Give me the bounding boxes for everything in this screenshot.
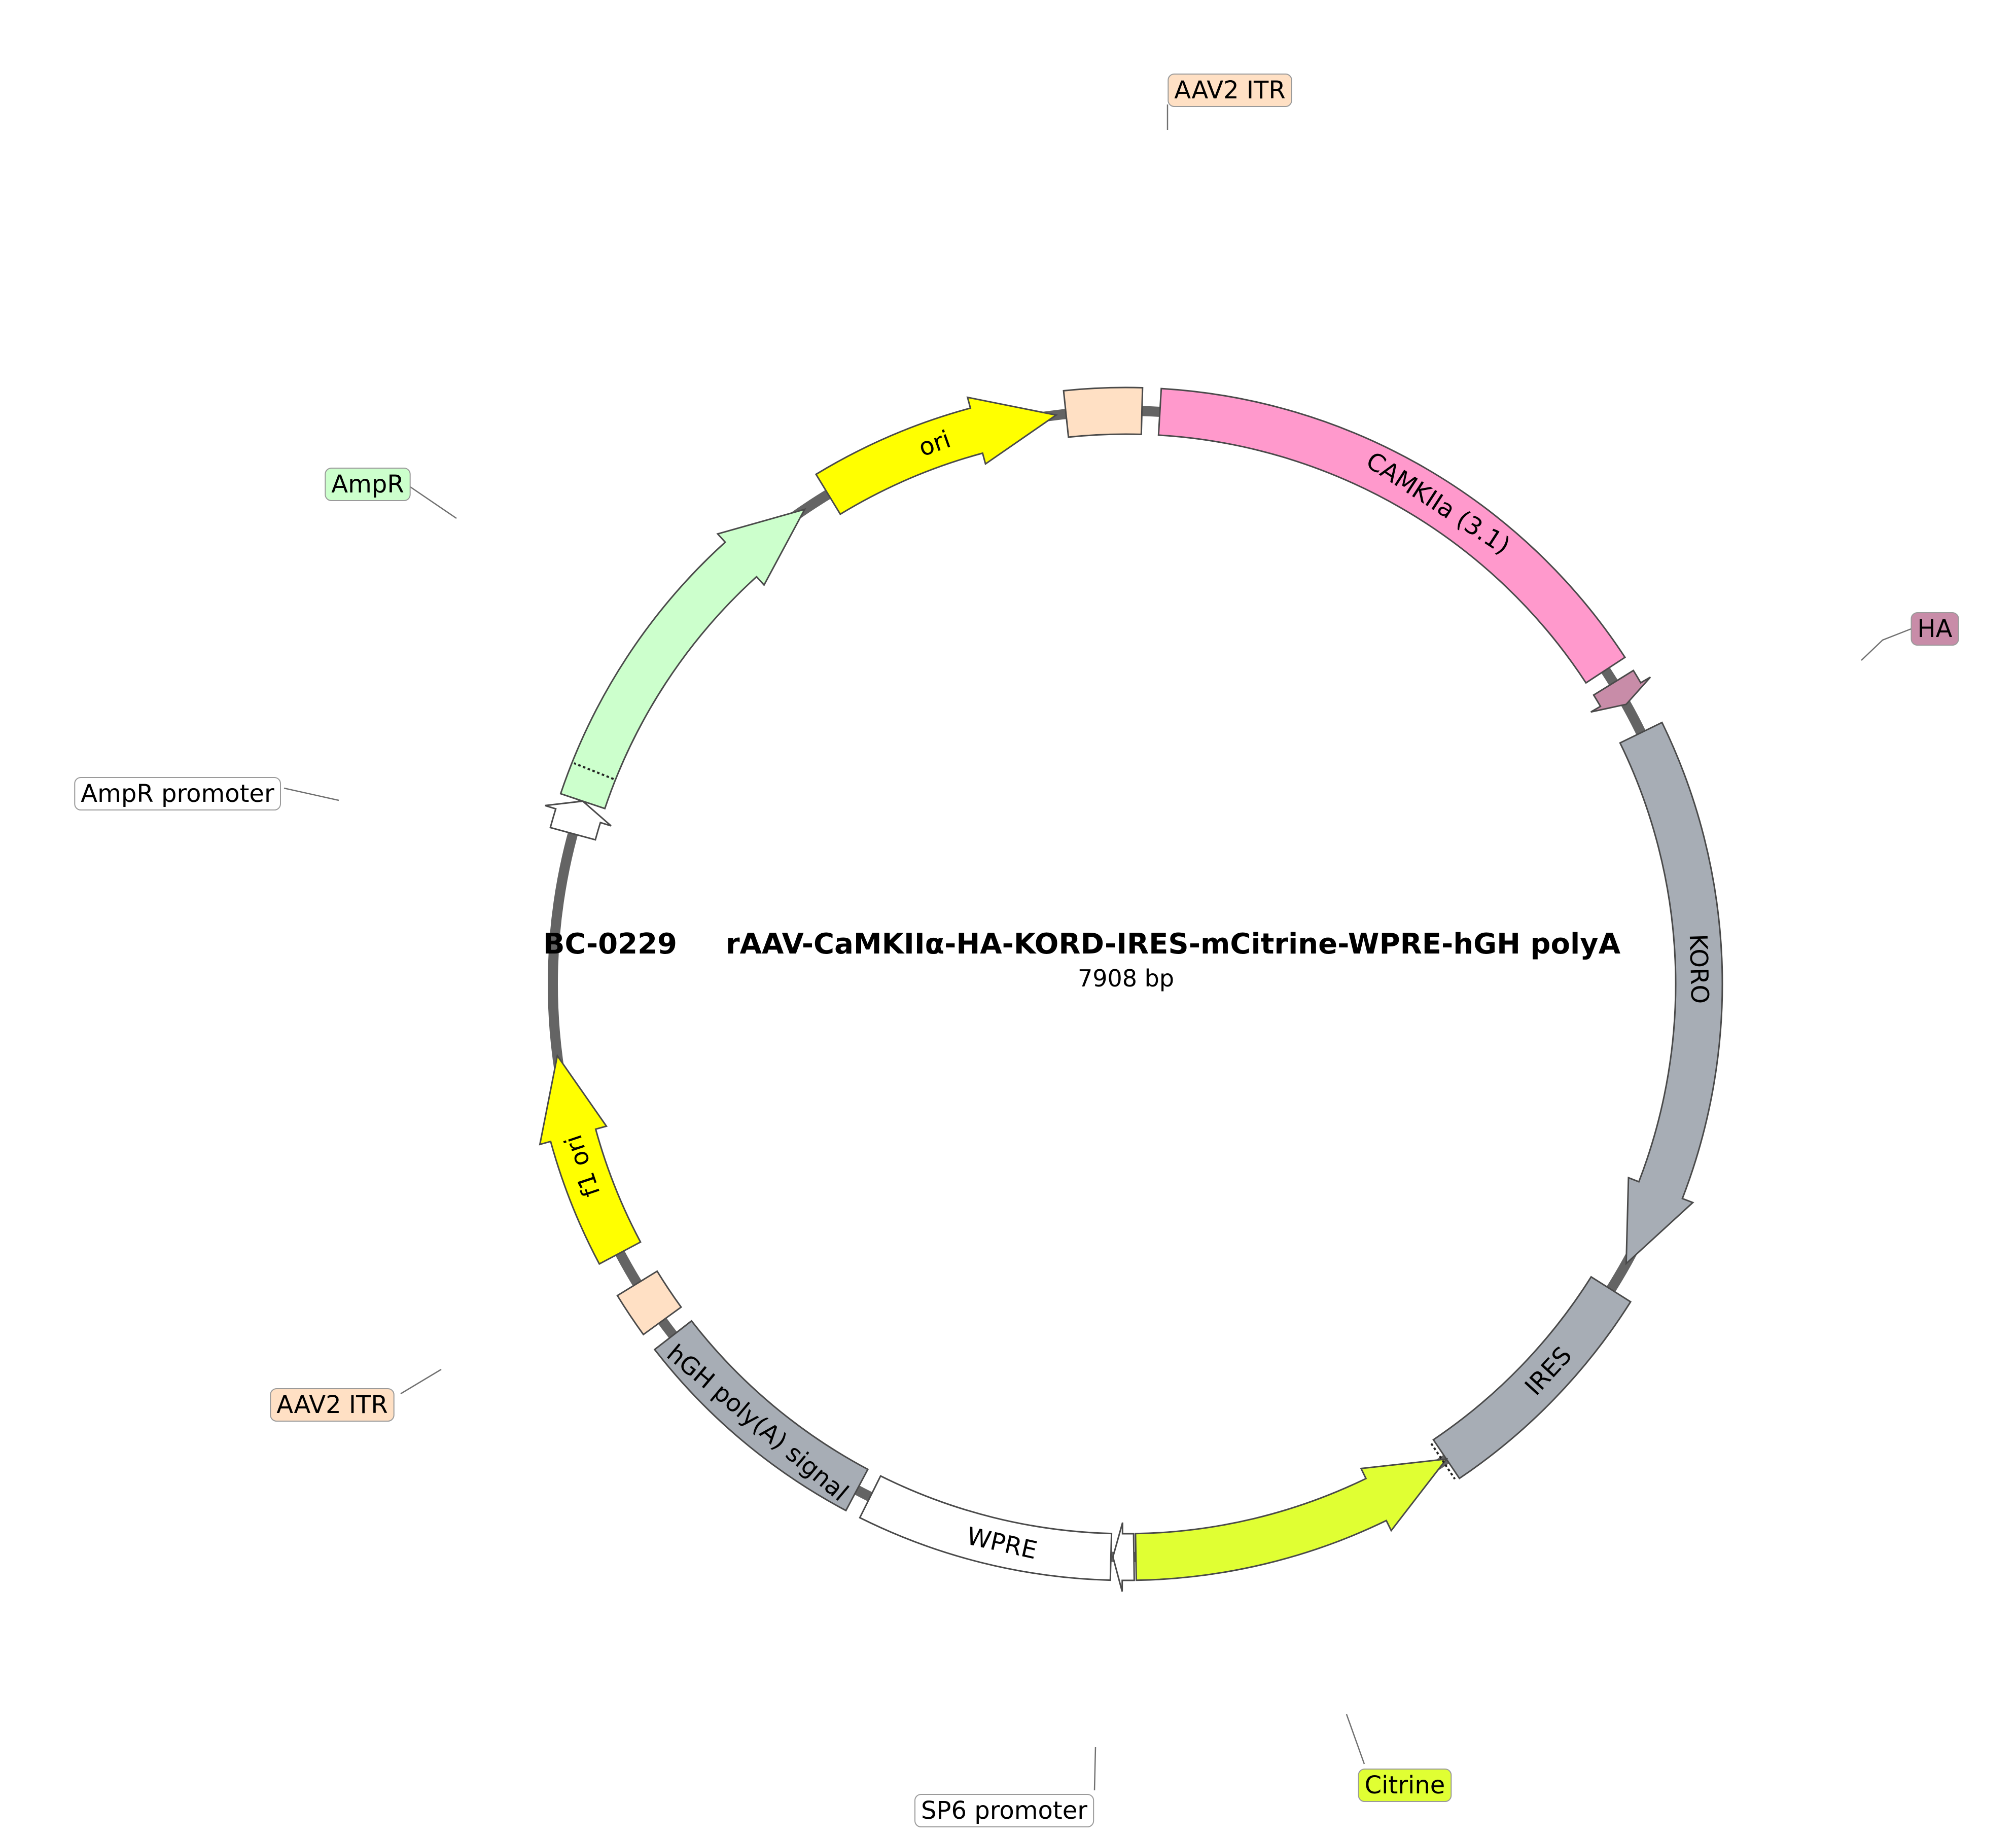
callout-line-sp6-promoter xyxy=(1093,1747,1097,1791)
feature-label-hgh-polya: hGH poly(A) signal xyxy=(661,1339,854,1507)
frame-junction-marker xyxy=(574,762,614,780)
feature-shape-ori[interactable] xyxy=(815,396,1058,515)
callout-box-citrine xyxy=(1358,1769,1452,1802)
callout-box-ampr-promoter xyxy=(74,777,281,810)
plasmid-id: BC-0229 xyxy=(543,928,677,961)
callout-box-sp6-promoter xyxy=(914,1794,1094,1827)
callout-label-citrine[interactable]: Citrine xyxy=(1365,1771,1445,1799)
frame-junction-marker xyxy=(1430,1443,1456,1480)
callout-label-sp6-promoter[interactable]: SP6 promoter xyxy=(921,1796,1087,1825)
feature-shape-aav2-itr-top[interactable] xyxy=(1063,386,1144,438)
callout-label-ampr-promoter[interactable]: AmpR promoter xyxy=(81,780,274,808)
feature-label-koro: KORO xyxy=(1684,934,1714,1004)
feature-layer xyxy=(539,386,1723,1592)
feature-ampr[interactable] xyxy=(559,508,806,810)
callout-label-ampr[interactable]: AmpR xyxy=(331,470,404,499)
feature-shape-wpre[interactable] xyxy=(859,1475,1113,1581)
map-title-group: BC-0229 rAAV-CaMKIIα-HA-KORD-IRES-mCitri… xyxy=(543,928,1621,992)
feature-citrine[interactable] xyxy=(1135,1458,1448,1581)
feature-shape-camkiia[interactable] xyxy=(1157,387,1626,684)
feature-shape-citrine[interactable] xyxy=(1135,1458,1448,1581)
callout-label-aav2-itr-bottom[interactable]: AAV2 ITR xyxy=(276,1391,387,1419)
callout-line-aav2-itr-bottom xyxy=(400,1368,442,1395)
feature-shape-koro[interactable] xyxy=(1619,721,1723,1265)
feature-aav2-itr-top[interactable] xyxy=(1063,386,1144,438)
callout-line-ha xyxy=(1861,628,1912,661)
feature-f1-ori[interactable] xyxy=(539,1053,642,1265)
feature-shape-f1-ori[interactable] xyxy=(539,1053,642,1265)
callout-line-ampr xyxy=(408,485,457,519)
feature-camkiia[interactable] xyxy=(1157,387,1626,684)
callout-line-ampr-promoter xyxy=(284,787,339,801)
feature-hgh-polya[interactable] xyxy=(653,1320,869,1512)
feature-shape-hgh-polya[interactable] xyxy=(653,1320,869,1512)
feature-label-camkiia: CAMKIIa (3.1) xyxy=(1361,446,1515,560)
feature-wpre[interactable] xyxy=(859,1475,1113,1581)
feature-shape-ampr[interactable] xyxy=(559,508,806,810)
feature-shape-sp6-promoter[interactable] xyxy=(1112,1522,1135,1592)
feature-koro[interactable] xyxy=(1619,721,1723,1265)
callout-box-aav2-itr-top xyxy=(1168,74,1292,107)
feature-shape-ampr-promoter[interactable] xyxy=(545,800,612,841)
callout-box-aav2-itr-bottom xyxy=(270,1388,395,1422)
plasmid-size: 7908 bp xyxy=(1078,965,1174,992)
feature-shape-ha[interactable] xyxy=(1590,669,1651,713)
callout-label-ha[interactable]: HA xyxy=(1918,615,1953,643)
callout-box-ha xyxy=(1911,612,1959,646)
feature-ampr-promoter[interactable] xyxy=(545,800,612,841)
plasmid-name: rAAV-CaMKIIα-HA-KORD-IRES-mCitrine-WPRE-… xyxy=(726,928,1621,961)
feature-shape-aav2-itr-bottom[interactable] xyxy=(616,1270,683,1336)
feature-ha[interactable] xyxy=(1590,669,1651,713)
callout-label-aav2-itr-top[interactable]: AAV2 ITR xyxy=(1174,76,1285,104)
callout-line-citrine xyxy=(1346,1714,1365,1764)
callout-box-ampr xyxy=(325,468,411,501)
feature-ori[interactable] xyxy=(815,396,1058,515)
feature-aav2-itr-bottom[interactable] xyxy=(616,1270,683,1336)
feature-sp6-promoter[interactable] xyxy=(1112,1522,1135,1592)
